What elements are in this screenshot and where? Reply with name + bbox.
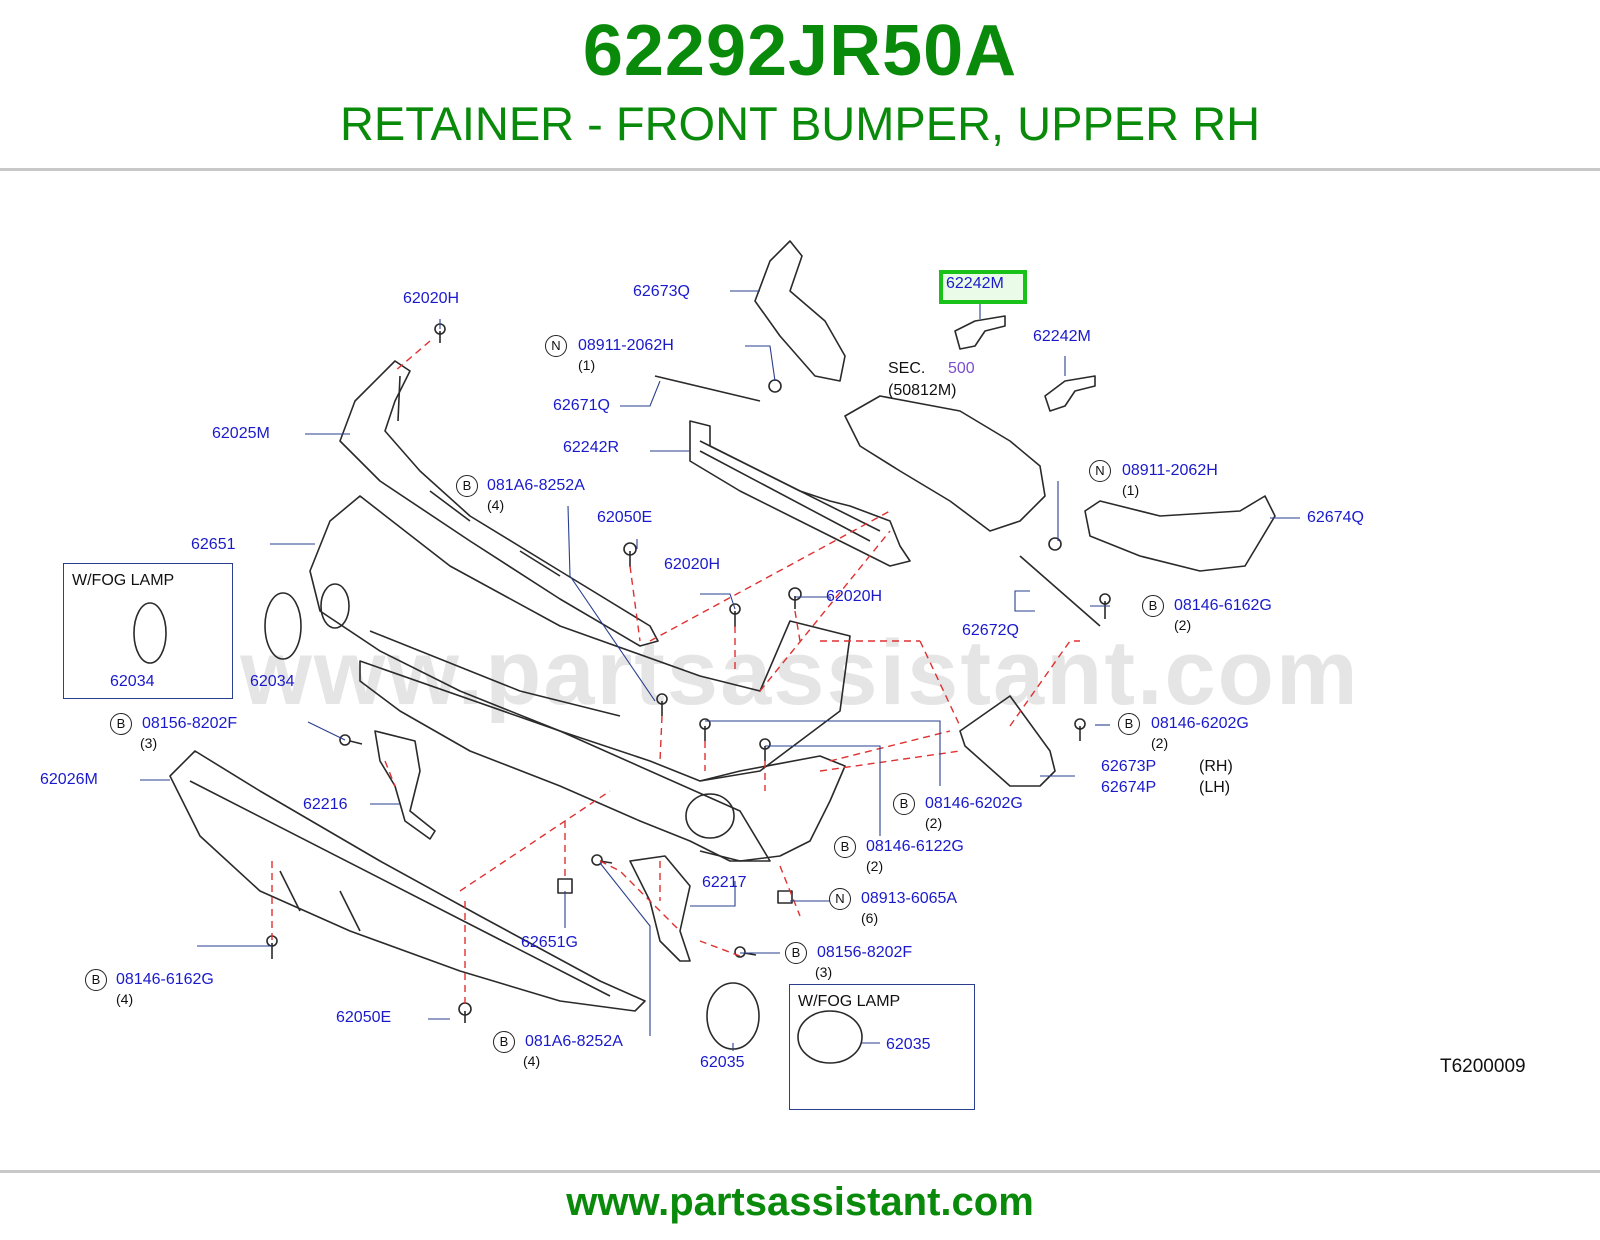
label-08146-6162G-a[interactable]: 08146-6162G — [1174, 597, 1272, 614]
badge-b-08146-6162G-a: B — [1142, 595, 1164, 617]
badge-n-08911-a: N — [545, 335, 567, 357]
sec-number[interactable]: 500 — [948, 360, 975, 377]
badge-b-08146-6122G: B — [834, 836, 856, 858]
label-62034[interactable]: 62034 — [250, 673, 295, 690]
badge-b-08156-a: B — [110, 713, 132, 735]
badge-b-08146-6202G-a: B — [1118, 713, 1140, 735]
badge-b-081A6-b: B — [493, 1031, 515, 1053]
badge-b-08156-b: B — [785, 942, 807, 964]
upper-retainer-62025M — [339, 360, 659, 647]
label-62672Q[interactable]: 62672Q — [962, 622, 1019, 639]
label-081A6-8252A-a[interactable]: 081A6-8252A — [487, 477, 585, 494]
label-62020H-right[interactable]: 62020H — [826, 588, 883, 605]
fog-lamp-62035-box — [797, 1010, 863, 1064]
label-62050E-top[interactable]: 62050E — [597, 509, 653, 526]
badge-b-08146-6162G-b: B — [85, 969, 107, 991]
label-62673Q[interactable]: 62673Q — [633, 283, 690, 300]
footer-url-link[interactable]: www.partsassistant.com — [566, 1180, 1034, 1224]
label-62674P[interactable]: 62674P — [1101, 779, 1157, 796]
bracket-62673P — [959, 695, 1056, 787]
fog-lamp-62034-box — [133, 602, 167, 664]
qty-08146-6162G-b: (4) — [116, 991, 134, 1007]
bracket-62216 — [374, 730, 436, 840]
fog-lamp-box-left — [63, 563, 233, 699]
diagram-drawing — [133, 240, 1300, 1064]
part-description: RETAINER - FRONT BUMPER, UPPER RH — [339, 97, 1261, 150]
retainer-62242M-lower — [1044, 375, 1096, 412]
fog-ring-62034 — [264, 592, 302, 660]
label-62674P-side: (LH) — [1199, 779, 1231, 796]
label-62674Q[interactable]: 62674Q — [1307, 509, 1364, 526]
label-08156-8202F-b[interactable]: 08156-8202F — [817, 944, 913, 961]
label-081A6-8252A-b[interactable]: 081A6-8252A — [525, 1033, 623, 1050]
badge-n-08913: N — [829, 888, 851, 910]
label-62025M[interactable]: 62025M — [212, 425, 270, 442]
bumper-fascia-62651 — [309, 495, 851, 782]
parts-diagram: www.partsassistant.com — [0, 171, 1600, 1169]
label-62026M[interactable]: 62026M — [40, 771, 98, 788]
diagram-reference-code: T6200009 — [1440, 1056, 1526, 1077]
label-62034-box[interactable]: 62034 — [110, 673, 155, 690]
label-62035[interactable]: 62035 — [700, 1054, 745, 1071]
qty-08146-6202G-a: (2) — [1151, 735, 1169, 751]
label-62216[interactable]: 62216 — [303, 796, 348, 813]
label-62651G[interactable]: 62651G — [521, 934, 578, 951]
qty-081A6-8252A-a: (4) — [487, 497, 505, 513]
qty-08146-6202G-b: (2) — [925, 815, 943, 831]
qty-08913-6065A: (6) — [861, 910, 879, 926]
fog-lamp-box-right-title: W/FOG LAMP — [798, 993, 901, 1010]
label-62671Q[interactable]: 62671Q — [553, 397, 610, 414]
label-08156-8202F-a[interactable]: 08156-8202F — [142, 715, 238, 732]
highlighted-part-box — [939, 270, 1027, 304]
label-62242R[interactable]: 62242R — [563, 439, 620, 456]
badge-b-08146-6202G-b: B — [893, 793, 915, 815]
label-08911-2062H-a[interactable]: 08911-2062H — [578, 337, 674, 354]
label-08146-6202G-b[interactable]: 08146-6202G — [925, 795, 1023, 812]
qty-08911-2062H-a: (1) — [578, 357, 596, 373]
label-62673P[interactable]: 62673P — [1101, 758, 1157, 775]
side-piece-62674Q — [1084, 495, 1276, 572]
fog-ring-62035 — [706, 982, 760, 1050]
qty-08911-2062H-b: (1) — [1122, 482, 1140, 498]
label-62217[interactable]: 62217 — [702, 874, 747, 891]
reinforcement-62242R — [689, 420, 911, 567]
qty-08146-6122G: (2) — [866, 858, 884, 874]
qty-081A6-8252A-b: (4) — [523, 1053, 541, 1069]
label-08146-6122G[interactable]: 08146-6122G — [866, 838, 964, 855]
label-08913-6065A[interactable]: 08913-6065A — [861, 890, 958, 907]
label-62020H-mid[interactable]: 62020H — [664, 556, 721, 573]
footer-divider — [0, 1170, 1600, 1173]
retainer-62242M-upper — [954, 315, 1006, 350]
badge-n-08911-b: N — [1089, 460, 1111, 482]
qty-08156-8202F-a: (3) — [140, 735, 158, 751]
sec-label: SEC. — [888, 360, 926, 377]
label-62651[interactable]: 62651 — [191, 536, 236, 553]
sec-part: (50812M) — [888, 382, 957, 399]
label-08146-6202G-a[interactable]: 08146-6202G — [1151, 715, 1249, 732]
label-62035-box[interactable]: 62035 — [886, 1036, 931, 1053]
under-cover-50812M — [844, 395, 1046, 532]
fog-lamp-box-left-title: W/FOG LAMP — [72, 572, 175, 589]
qty-08156-8202F-b: (3) — [815, 964, 833, 980]
header-divider — [0, 168, 1600, 171]
label-08911-2062H-b[interactable]: 08911-2062H — [1122, 462, 1218, 479]
part-number-title: 62292JR50A — [582, 11, 1018, 91]
cover-62673Q — [754, 240, 846, 382]
page-header: 62292JR50A RETAINER - FRONT BUMPER, UPPE… — [0, 0, 1600, 168]
label-62673P-side: (RH) — [1199, 758, 1233, 775]
fog-lamp-box-right — [789, 984, 975, 1110]
label-62242M-highlighted[interactable]: 62242M — [946, 275, 1004, 292]
label-62242M[interactable]: 62242M — [1033, 328, 1091, 345]
stay-62672Q — [1019, 555, 1101, 627]
label-62050E-bottom[interactable]: 62050E — [336, 1009, 392, 1026]
stay-62671Q — [654, 375, 761, 402]
bracket-62217 — [629, 855, 691, 962]
label-08146-6162G-b[interactable]: 08146-6162G — [116, 971, 214, 988]
badge-b-081A6-a: B — [456, 475, 478, 497]
lower-reinforcement-62026M — [169, 750, 646, 1012]
qty-08146-6162G-a: (2) — [1174, 617, 1192, 633]
label-62020H-top[interactable]: 62020H — [403, 290, 460, 307]
